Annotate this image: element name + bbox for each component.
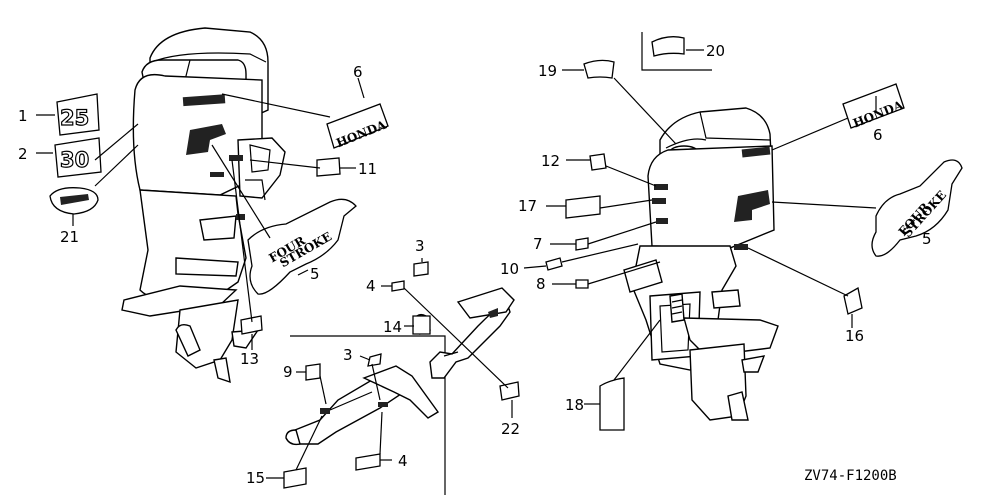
decal-25-model: 25	[56, 93, 100, 136]
leader-lines-center	[266, 258, 513, 479]
decal-22	[499, 381, 520, 401]
decal-10	[545, 257, 563, 271]
callout-21: 21	[60, 228, 79, 246]
decal-8	[575, 279, 589, 289]
callout-5-right: 5	[922, 230, 932, 248]
callout-3-lower: 3	[343, 346, 353, 364]
callout-4-lower: 4	[398, 452, 408, 470]
leader-lines-left	[36, 77, 365, 350]
callout-7: 7	[533, 235, 543, 253]
callout-5-left: 5	[310, 265, 320, 283]
decal-14-grip	[412, 315, 431, 335]
callout-15: 15	[246, 469, 265, 487]
inset-frame	[290, 335, 446, 495]
decal-18	[599, 377, 625, 431]
callout-17: 17	[518, 197, 537, 215]
callout-19: 19	[538, 62, 557, 80]
decal-3-upper	[413, 261, 429, 277]
decal-19	[583, 59, 615, 79]
inset-bracket-20	[641, 32, 712, 71]
callout-12: 12	[541, 152, 560, 170]
callout-8: 8	[536, 275, 546, 293]
callout-10: 10	[500, 260, 519, 278]
diagram-code: ZV74-F1200B	[804, 468, 897, 484]
right-outboard-motor	[623, 107, 779, 421]
left-outboard-motor	[121, 27, 286, 384]
decal-12	[589, 153, 607, 171]
callout-labels: 1 2 21 6 11 5 13 3 4 14 3 9 22 4 15 19 2…	[18, 42, 932, 487]
callout-4-upper: 4	[366, 277, 376, 295]
callout-20: 20	[706, 42, 725, 60]
decal-11	[316, 157, 341, 177]
callout-14: 14	[383, 318, 402, 336]
callout-11: 11	[358, 160, 377, 178]
callout-2: 2	[18, 145, 28, 163]
decal-16	[843, 286, 863, 315]
decal-4-upper	[391, 280, 405, 292]
callout-22: 22	[501, 420, 520, 438]
callout-6-left: 6	[353, 63, 363, 81]
callout-18: 18	[565, 396, 584, 414]
decal-5-four-stroke-left: FOUR STROKE	[247, 198, 357, 295]
callout-9: 9	[283, 363, 293, 381]
leader-lines-right	[523, 49, 925, 405]
callout-16: 16	[845, 327, 864, 345]
decal-4-lower	[355, 453, 381, 471]
decal-13	[240, 315, 263, 335]
decal-6-honda-right: HONDA	[842, 83, 906, 131]
model-30-text: 30	[60, 148, 89, 172]
decal-20	[651, 36, 685, 57]
decal-3-lower	[367, 353, 382, 367]
decal-7	[575, 237, 589, 251]
callout-13: 13	[240, 350, 259, 368]
decal-5-four-stroke-right: FOUR STROKE	[871, 159, 963, 257]
tiller-handle-lower	[285, 365, 440, 446]
callout-1: 1	[18, 107, 28, 125]
callout-6-right: 6	[873, 126, 883, 144]
model-25-text: 25	[60, 106, 89, 130]
decal-21-four-stroke-badge	[49, 187, 99, 215]
decal-6-honda-left: HONDA	[326, 103, 389, 150]
decal-15	[283, 467, 307, 489]
decal-17	[565, 195, 601, 219]
decal-9	[305, 363, 321, 381]
decal-30-model: 30	[54, 137, 102, 178]
callout-3-upper: 3	[415, 237, 425, 255]
